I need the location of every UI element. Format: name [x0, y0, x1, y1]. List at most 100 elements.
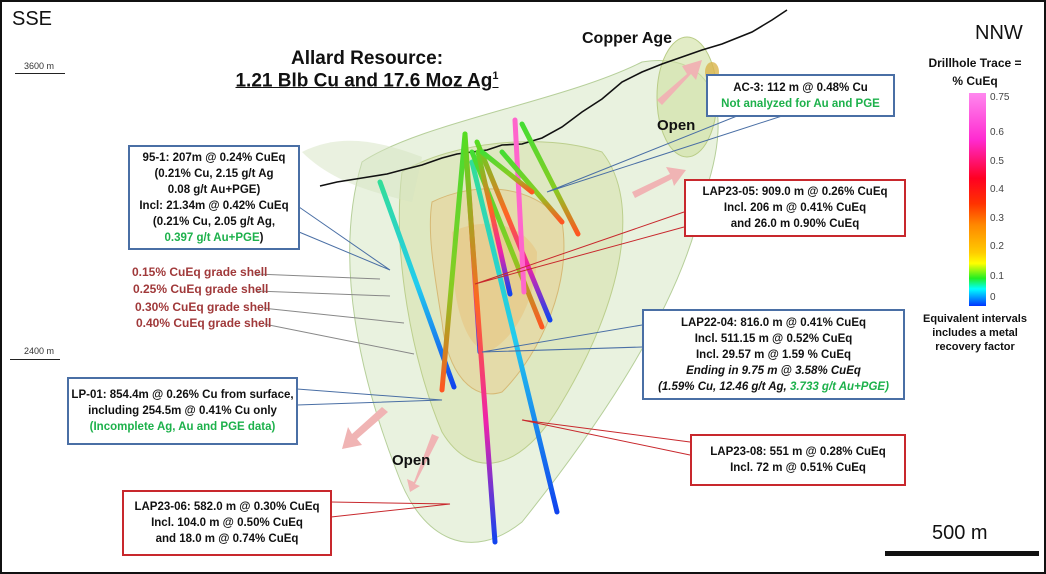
callout-line: LAP23-08: 551 m @ 0.28% CuEq	[710, 446, 886, 458]
legend-note-line: recovery factor	[935, 341, 1015, 353]
callout-line: Incl. 29.57 m @ 1.59 % CuEq	[695, 348, 852, 361]
open-label-lower: Open	[392, 452, 431, 469]
colorbar	[969, 93, 986, 306]
colorbar-tick: 0.3	[990, 213, 1004, 224]
callout-95-1: 95-1: 207m @ 0.24% CuEq (0.21% Cu, 2.15 …	[128, 145, 300, 250]
callout-line: Incl. 72 m @ 0.51% CuEq	[730, 462, 866, 474]
direction-nnw: NNW	[975, 22, 1023, 44]
open-arrow-upper	[657, 60, 702, 105]
callout-green-text: Not analyzed for Au and PGE	[721, 97, 880, 110]
callout-lp-01: LP-01: 854.4m @ 0.26% Cu from surface, i…	[67, 377, 298, 445]
drillhole	[439, 131, 468, 393]
elevation-label-3600: 3600 m	[24, 61, 55, 71]
callout-green-text: 0.397 g/t Au+PGE	[164, 231, 260, 244]
shell-arrow	[263, 323, 415, 355]
direction-sse: SSE	[12, 8, 53, 30]
callout-line: 95-1: 207m @ 0.24% CuEq	[142, 151, 286, 164]
colorbar-tick: 0	[990, 292, 996, 303]
grade-shell-label: 0.30% CuEq grade shell	[135, 300, 271, 314]
colorbar-tick: 0.6	[990, 127, 1004, 138]
leader-lap22-04	[481, 324, 643, 353]
callout-line: 0.397 g/t Au+PGE)	[130, 230, 298, 246]
drillhole	[519, 121, 581, 237]
copper-age-label: Copper Age	[582, 30, 673, 47]
callout-line: and 26.0 m 0.90% CuEq	[730, 218, 860, 230]
callout-line: (0.21% Cu, 2.05 g/t Ag,	[152, 215, 276, 228]
grade-shell-label: 0.25% CuEq grade shell	[133, 282, 269, 296]
open-arrow-lower	[407, 434, 439, 492]
legend-title-line: Drillhole Trace =	[928, 56, 1022, 70]
elevation-tick-3600	[15, 73, 65, 74]
shell-arrows	[255, 273, 415, 355]
shell-arrow	[255, 290, 391, 297]
shell-arrow	[261, 307, 405, 324]
leader-lines	[255, 115, 783, 518]
open-arrow-lower-left	[342, 407, 388, 449]
drillhole	[512, 117, 527, 295]
colorbar-tick: 0.1	[990, 271, 1004, 282]
elevation-label-2400: 2400 m	[24, 346, 55, 356]
leader-95-1	[298, 206, 391, 271]
callout-lap23-06: LAP23-06: 582.0 m @ 0.30% CuEq Incl. 104…	[122, 490, 332, 556]
legend-title: Drillhole Trace = % CuEq	[910, 54, 1040, 90]
leader-lap23-05	[474, 211, 685, 285]
leader-ac-3	[546, 115, 783, 193]
callout-line: LP-01: 854.4m @ 0.26% Cu from surface,	[71, 389, 294, 401]
open-label-upper: Open	[657, 117, 696, 134]
drillhole	[475, 149, 513, 297]
callout-lap22-04: LAP22-04: 816.0 m @ 0.41% CuEq Incl. 511…	[642, 309, 905, 400]
callout-assay: (1.59% Cu, 12.46 g/t Ag,	[658, 380, 790, 393]
callout-lap23-08: LAP23-08: 551 m @ 0.28% CuEq Incl. 72 m …	[690, 434, 906, 486]
grade-shell-label: 0.15% CuEq grade shell	[132, 265, 268, 279]
open-arrows	[342, 60, 702, 492]
callout-lap23-05: LAP23-05: 909.0 m @ 0.26% CuEq Incl. 206…	[684, 179, 906, 237]
colorbar-tick: 0.2	[990, 241, 1004, 252]
legend-note-line: Equivalent intervals	[923, 313, 1027, 325]
leader-lap23-08	[521, 419, 691, 456]
surface-topography	[319, 9, 788, 187]
title-line1: Allard Resource:	[290, 48, 444, 69]
callout-green-text: 3.733 g/t Au+PGE)	[789, 380, 889, 393]
legend-title-line: % CuEq	[952, 74, 998, 88]
callout-line: Incl: 21.34m @ 0.42% CuEq	[139, 199, 289, 212]
legend-note-line: includes a metal	[932, 327, 1018, 339]
open-arrow-mid	[632, 167, 686, 198]
callout-green-text: (Incomplete Ag, Au and PGE data)	[89, 421, 276, 433]
scale-label: 500 m	[932, 522, 988, 544]
callout-line: Ending in 9.75 m @ 3.58% CuEq	[686, 364, 861, 377]
colorbar-tick: 0.5	[990, 156, 1004, 167]
title-footnote: 1	[492, 70, 499, 82]
callout-line: (0.21% Cu, 2.15 g/t Ag	[154, 167, 274, 180]
drillhole	[479, 149, 535, 195]
callout-line: Incl. 511.15 m @ 0.52% CuEq	[694, 332, 853, 345]
grade-shell-label: 0.40% CuEq grade shell	[136, 316, 272, 330]
callout-line: (1.59% Cu, 12.46 g/t Ag, 3.733 g/t Au+PG…	[644, 379, 903, 395]
elevation-tick-2400	[10, 359, 60, 360]
callout-line: LAP23-06: 582.0 m @ 0.30% CuEq	[134, 501, 320, 513]
colorbar-tick: 0.75	[990, 92, 1010, 103]
drillhole	[499, 149, 565, 225]
callout-line: Incl. 206 m @ 0.41% CuEq	[723, 202, 867, 214]
scale-bar	[885, 551, 1039, 556]
leader-lap23-06	[330, 501, 451, 518]
callout-ac-3: AC-3: 112 m @ 0.48% Cu Not analyzed for …	[706, 74, 895, 117]
callout-line: 0.08 g/t Au+PGE)	[167, 183, 261, 196]
title-line2: 1.21 Blb Cu and 17.6 Moz Ag1	[217, 70, 517, 92]
drillhole-lap23-08	[469, 159, 560, 515]
legend-note: Equivalent intervals includes a metal re…	[910, 312, 1040, 354]
colorbar-tick: 0.4	[990, 184, 1004, 195]
callout-line: AC-3: 112 m @ 0.48% Cu	[733, 81, 868, 94]
callout-line: and 18.0 m @ 0.74% CuEq	[155, 533, 299, 545]
callout-line: LAP22-04: 816.0 m @ 0.41% CuEq	[680, 316, 867, 329]
callout-line: LAP23-05: 909.0 m @ 0.26% CuEq	[702, 186, 888, 198]
shell-upper	[302, 140, 422, 202]
drillhole-lap23-05	[474, 139, 553, 323]
callout-line: including 254.5m @ 0.41% Cu only	[88, 405, 277, 417]
page-title: Allard Resource: 1.21 Blb Cu and 17.6 Mo…	[217, 48, 517, 92]
drillhole-lp-01	[462, 139, 498, 545]
callout-line: Incl. 104.0 m @ 0.50% CuEq	[151, 517, 303, 529]
shell-arrow	[255, 273, 381, 280]
callout-paren: )	[259, 231, 264, 244]
